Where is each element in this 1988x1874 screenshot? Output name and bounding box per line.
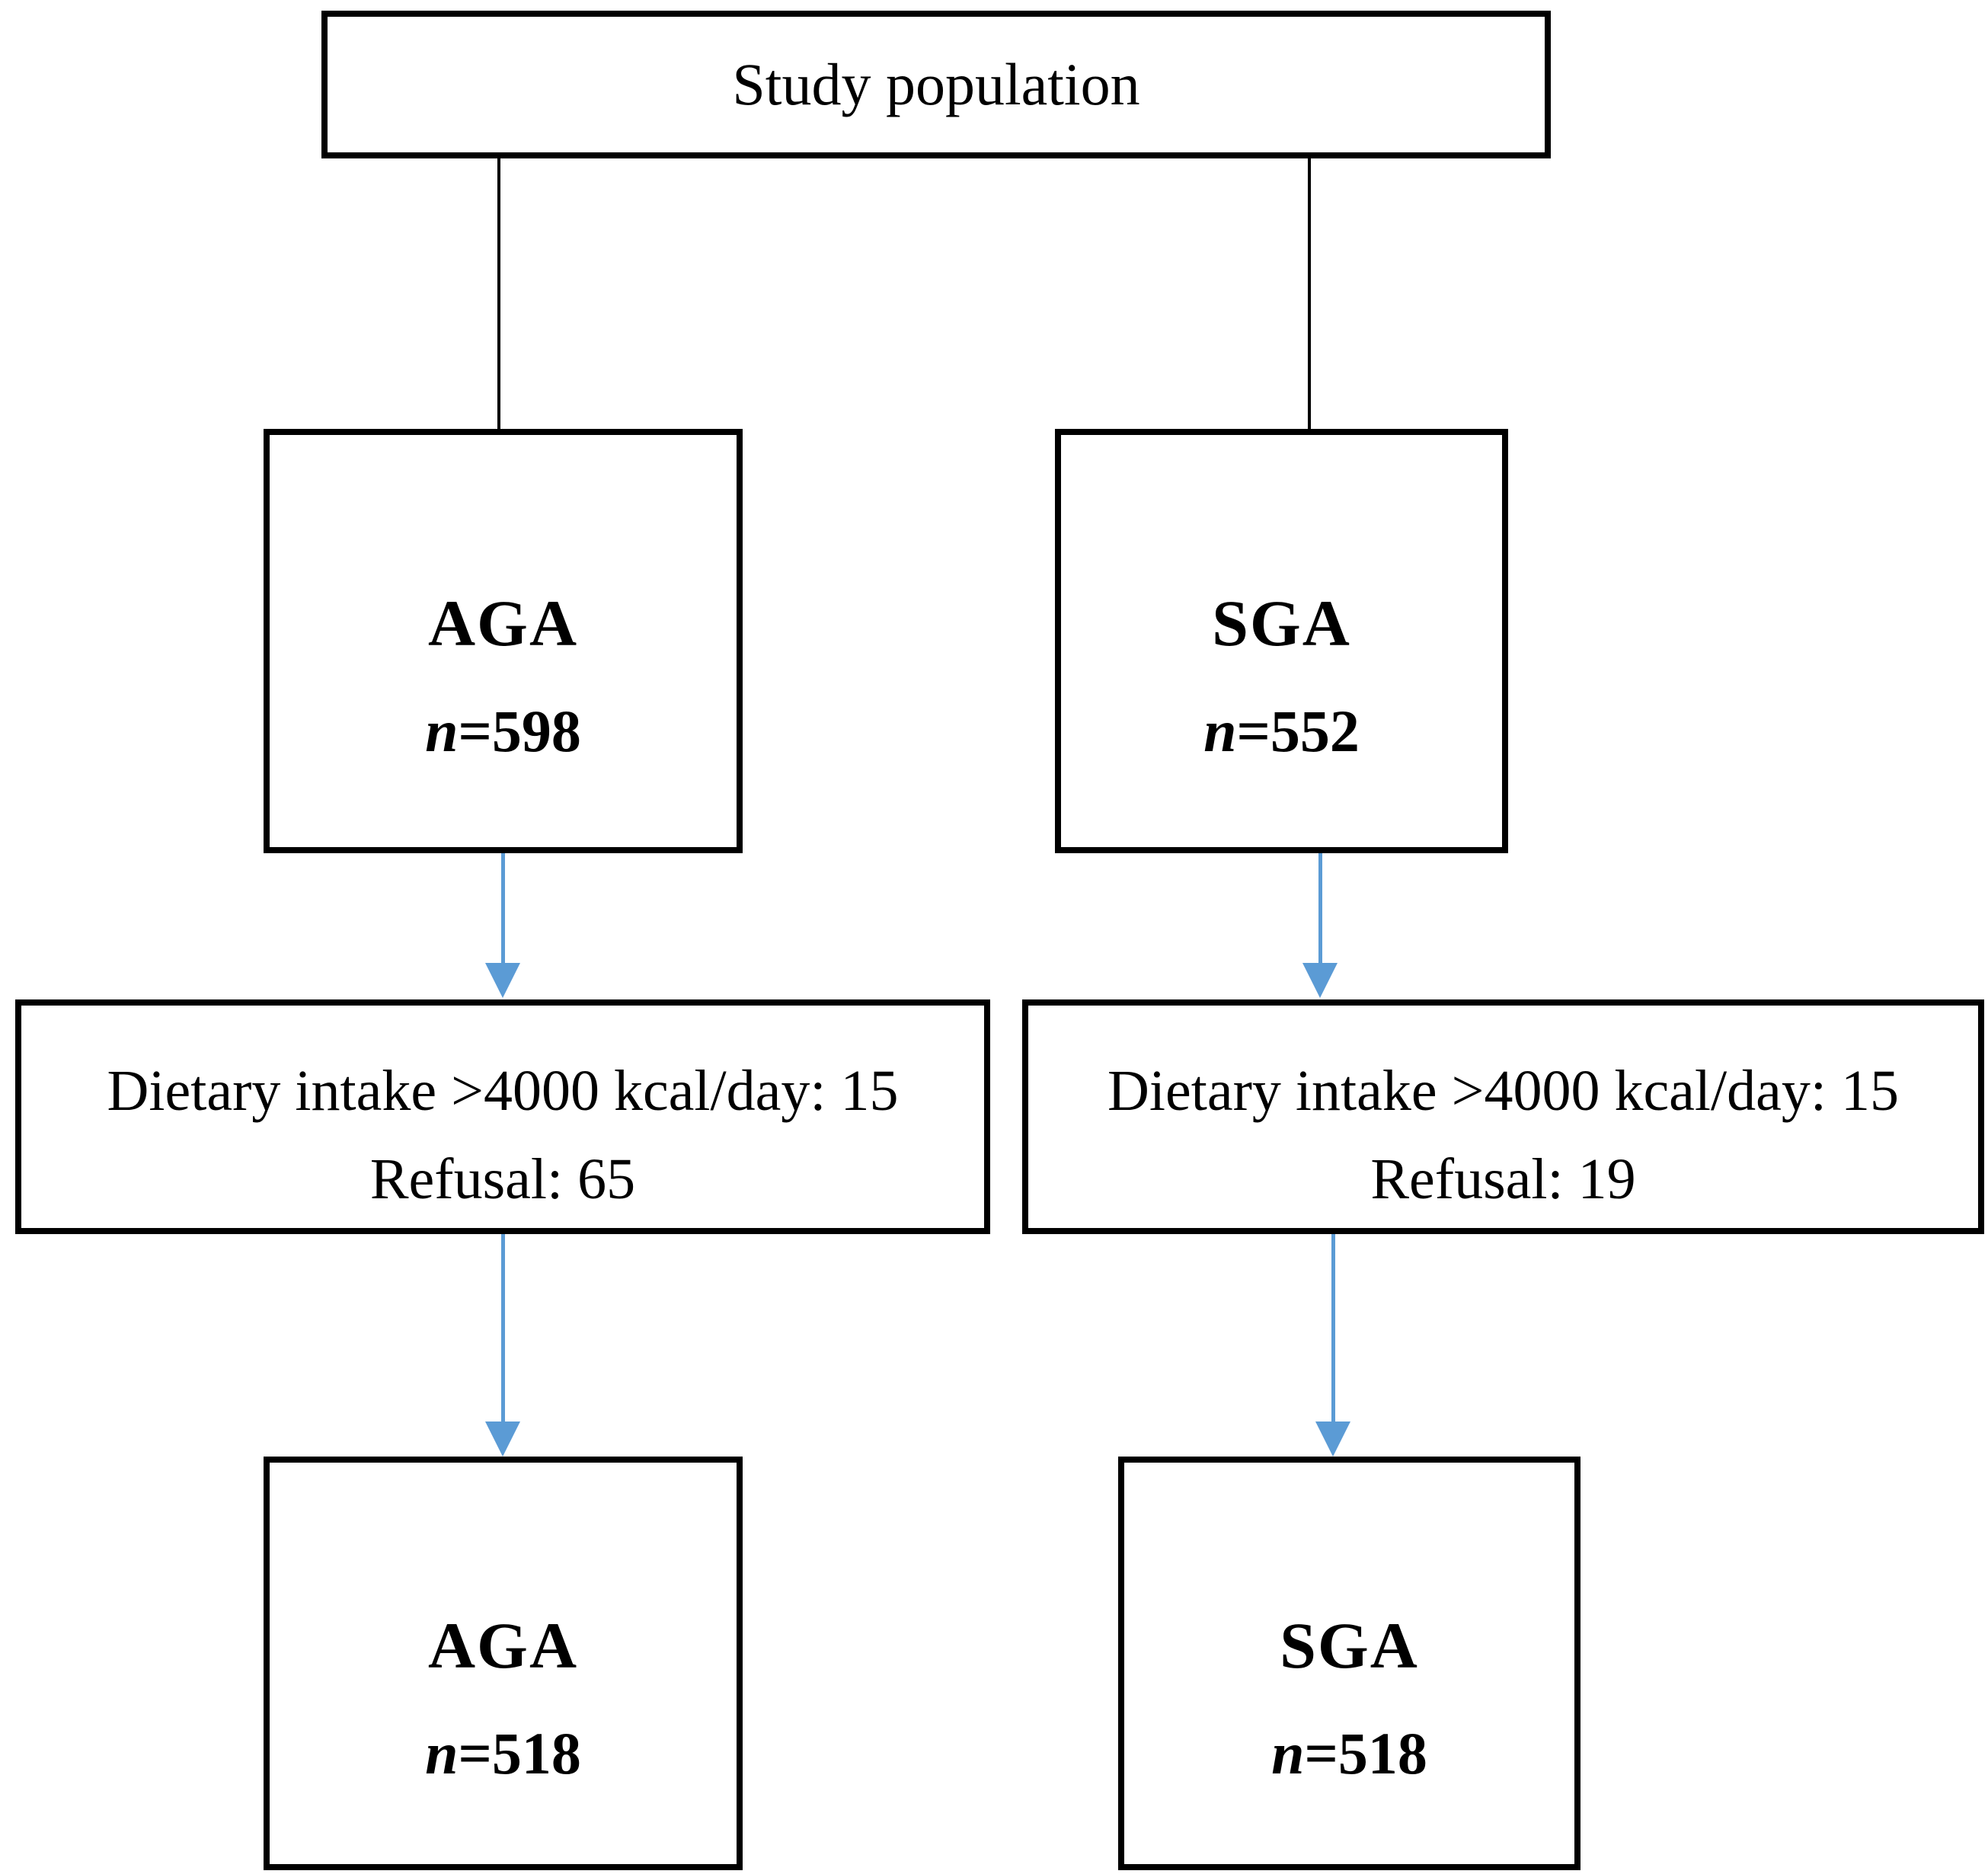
sga-initial-n-symbol: n [1203,697,1237,764]
aga-initial-box: AGA n=598 [264,429,743,853]
study-population-label: Study population [732,51,1140,117]
sga-final-box: SGA n=518 [1118,1457,1580,1870]
arrow-line [1331,1234,1335,1421]
arrow-line [1318,853,1322,964]
aga-final-box: AGA n=518 [264,1457,743,1870]
sga-initial-label: SGA [1212,586,1351,660]
sga-final-n-value: =518 [1304,1719,1427,1786]
exclusion-right-box: Dietary intake >4000 kcal/day: 15 Refusa… [1022,999,1984,1234]
arrowhead-down-icon [485,1421,520,1457]
exclusion-right-line1: Dietary intake >4000 kcal/day: 15 [1107,1059,1899,1123]
exclusion-left-box: Dietary intake >4000 kcal/day: 15 Refusa… [15,999,990,1234]
sga-final-count: n=518 [1271,1723,1427,1783]
arrow-line [501,853,505,964]
aga-final-n-value: =518 [458,1719,581,1786]
aga-initial-count: n=598 [425,701,581,761]
arrow-line [501,1234,505,1421]
aga-initial-n-symbol: n [425,697,459,764]
connector-study-to-sga [1308,157,1311,430]
sga-initial-count: n=552 [1203,701,1360,761]
aga-final-label: AGA [427,1608,579,1682]
connector-study-to-aga [497,157,500,430]
aga-initial-n-value: =598 [458,697,581,764]
sga-initial-n-value: =552 [1236,697,1360,764]
aga-initial-label: AGA [427,586,579,660]
sga-final-n-symbol: n [1271,1719,1305,1786]
arrowhead-down-icon [1315,1421,1350,1457]
exclusion-left-line1: Dietary intake >4000 kcal/day: 15 [107,1059,899,1123]
arrowhead-down-icon [485,963,520,998]
exclusion-left-line2: Refusal: 65 [369,1147,636,1211]
aga-final-count: n=518 [425,1723,581,1783]
arrowhead-down-icon [1302,963,1338,998]
exclusion-right-line2: Refusal: 19 [1370,1147,1636,1211]
sga-initial-box: SGA n=552 [1055,429,1508,853]
aga-final-n-symbol: n [425,1719,459,1786]
study-population-box: Study population [321,11,1551,158]
sga-final-label: SGA [1280,1608,1419,1682]
